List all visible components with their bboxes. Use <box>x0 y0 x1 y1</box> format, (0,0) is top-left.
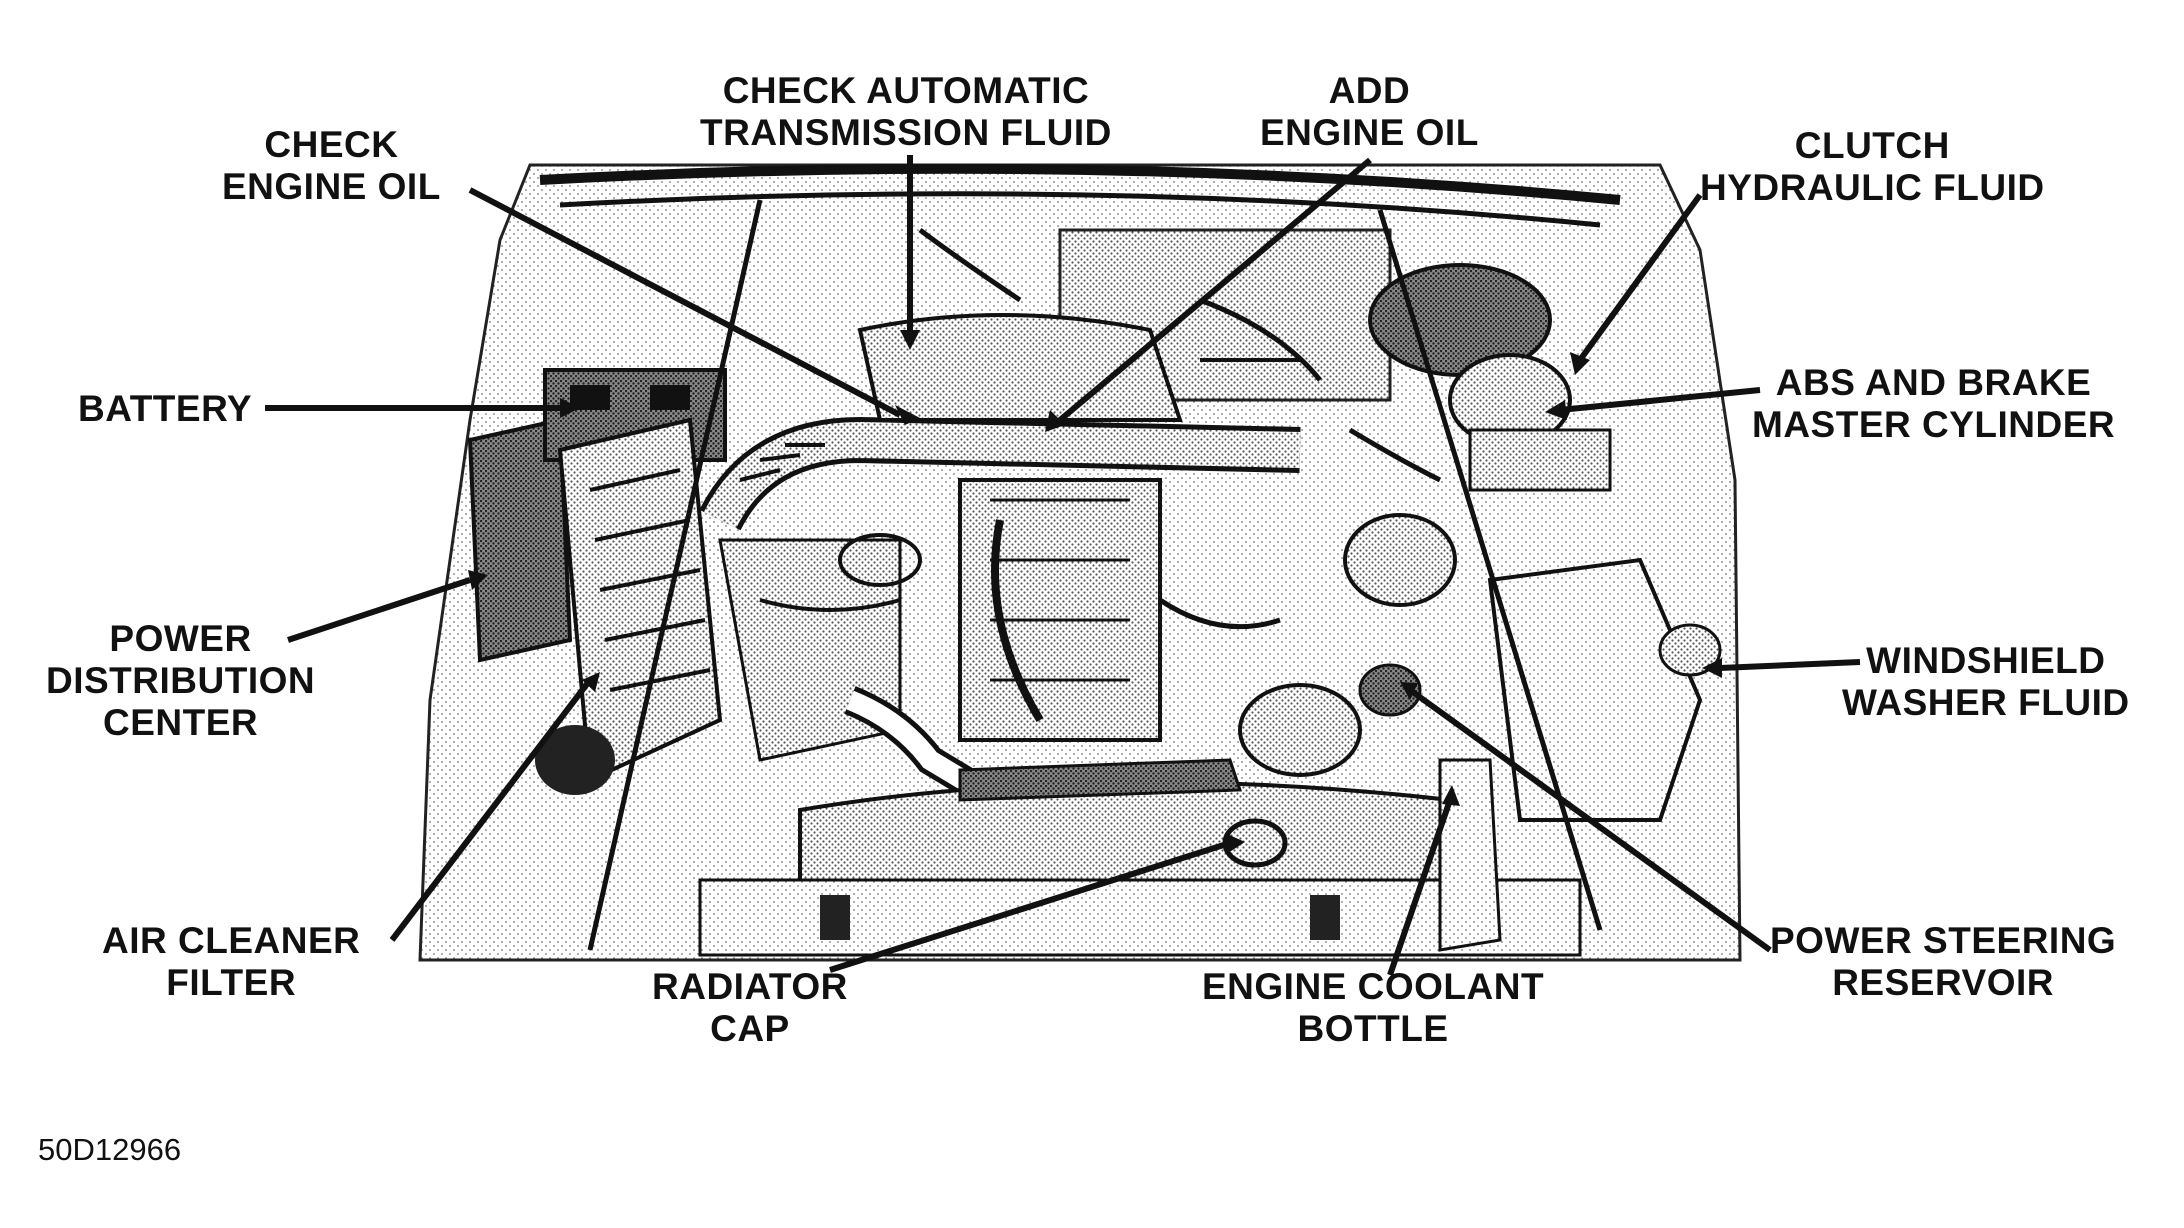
leader-clutch <box>1577 193 1703 362</box>
leader-coolant <box>1387 799 1453 976</box>
leader-lines <box>265 155 1861 976</box>
intake-hose <box>699 416 1301 531</box>
label-battery: BATTERY <box>78 388 253 429</box>
brake-booster <box>1368 263 1612 492</box>
figure-code: 50D12966 <box>38 1132 182 1167</box>
leader-steering <box>1408 687 1772 953</box>
coolant-bottle-body <box>1438 758 1502 952</box>
pdc-box <box>467 417 573 663</box>
air-cleaner-housing <box>535 417 723 795</box>
pulleys <box>1238 513 1457 777</box>
leader-add-oil <box>1058 157 1372 423</box>
hoses-wires <box>844 227 1442 803</box>
leader-radiator <box>829 840 1231 973</box>
leader-pdc <box>287 577 471 643</box>
leader-abs <box>1559 387 1761 413</box>
radiator <box>698 758 1582 957</box>
leader-air-cleaner <box>389 678 593 942</box>
washer-tank <box>1487 557 1722 822</box>
leader-arrowheads <box>468 330 1722 853</box>
leader-check-oil <box>468 187 902 418</box>
leader-washer <box>1719 659 1861 671</box>
